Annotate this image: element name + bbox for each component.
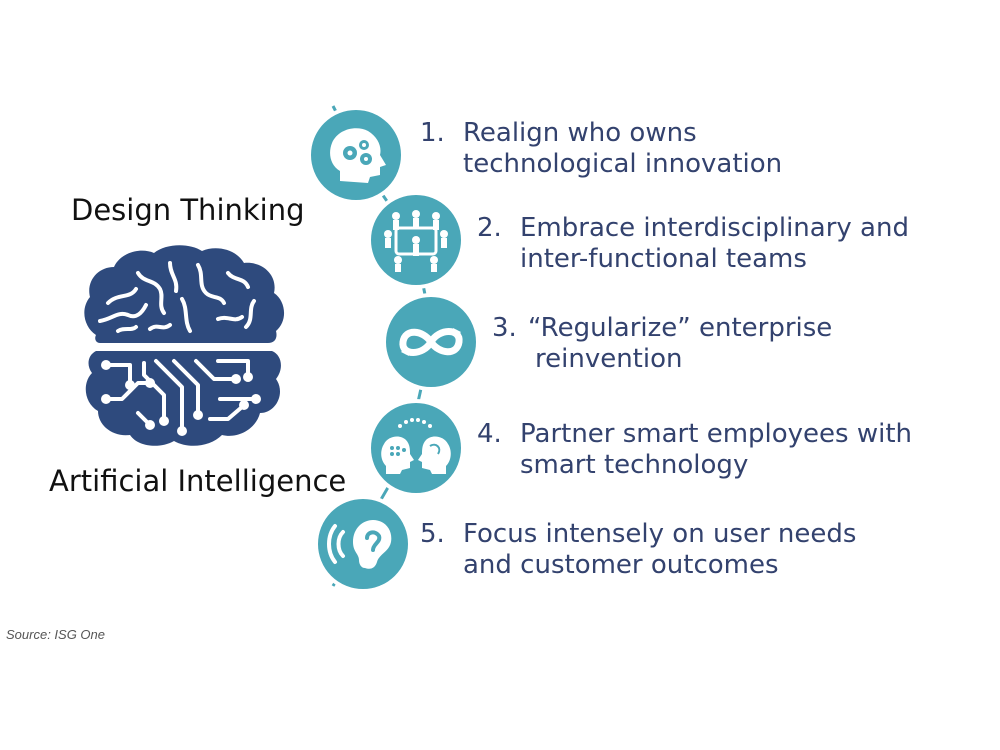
head-gears-icon (307, 106, 405, 204)
step-text-line: Realign who owns (463, 118, 697, 148)
human-ai-heads-icon (367, 399, 465, 497)
step-number: 5. (420, 519, 445, 549)
step-text-line: Focus intensely on user needs (463, 519, 857, 549)
team-network-icon (367, 191, 465, 289)
step-text-line: inter-functional teams (520, 244, 807, 274)
brain-icon (84, 245, 285, 446)
step-1: 1. Realign who owns technological innova… (420, 118, 820, 182)
step-text-line: technological innovation (463, 149, 783, 179)
step-text-line: and customer outcomes (463, 550, 779, 580)
step-text-line: Embrace interdisciplinary and (520, 213, 909, 243)
artificial-intelligence-label: Artificial Intelligence (49, 464, 347, 498)
step-5: 5. Focus intensely on user needs and cus… (420, 519, 900, 583)
ear-listening-icon (314, 495, 412, 593)
step-text-line: Partner smart employees with (520, 419, 913, 449)
step-number: 1. (420, 118, 445, 148)
step-3: 3. “Regularize” enterprise reinvention (492, 313, 892, 377)
step-number: 3. (492, 313, 517, 343)
step-text-line: smart technology (520, 450, 749, 480)
source-note: Source: ISG One (6, 627, 105, 642)
step-number: 2. (477, 213, 502, 243)
step-2: 2. Embrace interdisciplinary and inter-f… (477, 213, 937, 277)
step-text-line: “Regularize” enterprise (528, 313, 833, 343)
design-thinking-label: Design Thinking (71, 193, 305, 227)
step-4: 4. Partner smart employees with smart te… (477, 419, 947, 483)
step-text-line: reinvention (535, 344, 683, 374)
infinity-loop-icon (382, 293, 480, 391)
step-number: 4. (477, 419, 502, 449)
